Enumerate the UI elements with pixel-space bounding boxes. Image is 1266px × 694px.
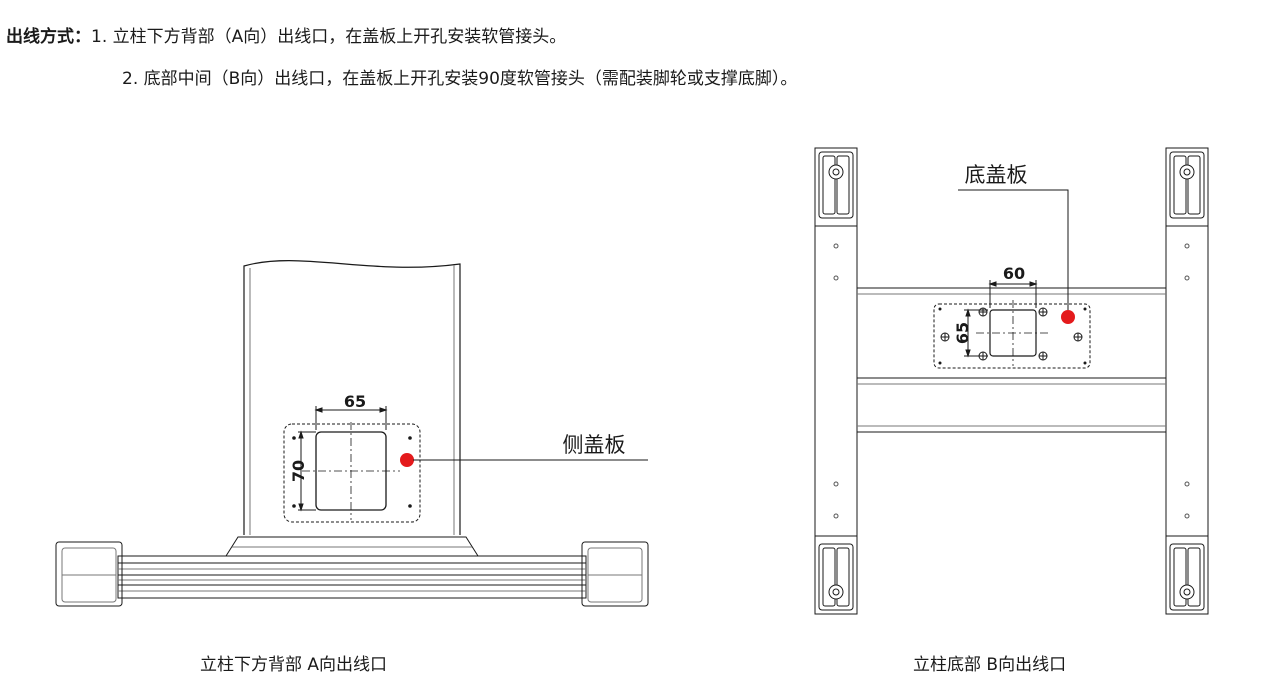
caption-b-view: 立柱底部 B向出线口 xyxy=(913,655,1067,675)
leg-holes xyxy=(833,243,1190,519)
cover-screws-a xyxy=(292,436,412,508)
outlet-method-line-1: 出线方式：1. 立柱下方背部（A向）出线口，在盖板上开孔安装软管接头。 xyxy=(6,22,566,47)
callout-leader-b xyxy=(958,189,1069,310)
leg-left xyxy=(814,147,858,615)
cable-outlet-marker-b xyxy=(1061,310,1075,324)
dimension-height-b-label: 65 xyxy=(953,322,972,344)
dimension-height-a xyxy=(298,430,316,512)
leg-right xyxy=(1165,147,1209,615)
outlet-method-label: 出线方式： xyxy=(6,27,91,47)
cable-outlet-marker-a xyxy=(400,453,414,467)
dimension-width-b xyxy=(988,280,1038,308)
dimension-height-a-label: 70 xyxy=(289,460,308,482)
caption-a-view: 立柱下方背部 A向出线口 xyxy=(200,655,388,675)
dimension-height-b xyxy=(964,308,988,358)
side-cover-plate xyxy=(283,423,421,523)
base-foot-left xyxy=(55,541,123,607)
base-foot-right xyxy=(581,541,649,607)
right-view-drawing: 60 65 xyxy=(814,147,1209,615)
cross-beam xyxy=(857,287,1166,433)
callout-side-cover-label: 侧盖板 xyxy=(563,433,626,457)
foot-pads xyxy=(818,151,1205,611)
dimension-width-a xyxy=(314,406,388,430)
left-view-drawing: 65 70 xyxy=(55,260,649,607)
outlet-option-a-text: 1. 立柱下方背部（A向）出线口，在盖板上开孔安装软管接头。 xyxy=(91,27,567,47)
dimension-width-b-label: 60 xyxy=(1003,264,1025,283)
dimension-width-a-label: 65 xyxy=(344,392,366,411)
outlet-option-b-text: 2. 底部中间（B向）出线口，在盖板上开孔安装90度软管接头（需配装脚轮或支撑底… xyxy=(122,69,798,89)
base-crossbar xyxy=(117,555,587,599)
callout-bottom-cover-label: 底盖板 xyxy=(965,163,1028,187)
bottom-cover-plate xyxy=(933,303,1091,369)
column-body xyxy=(243,260,461,535)
